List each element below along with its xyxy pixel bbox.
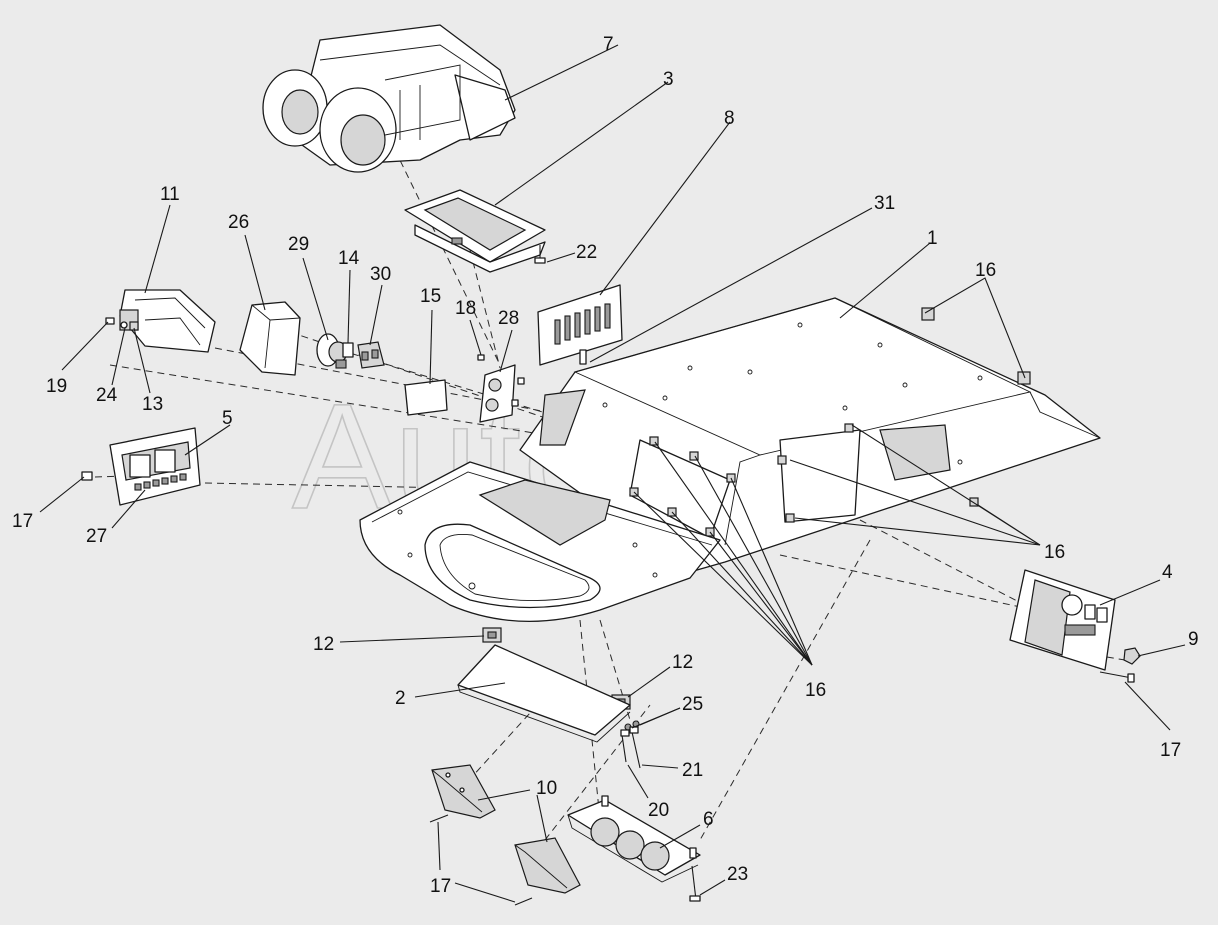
callout-16-bottom: 16 (805, 680, 826, 701)
control-panel-4 (1009, 569, 1116, 671)
screw-17-left (81, 471, 93, 481)
callout-5: 5 (222, 408, 233, 429)
speaker-ring-10-lower (514, 837, 581, 894)
leader-lines (39, 44, 1186, 903)
callout-9: 9 (1188, 629, 1199, 650)
callout-7: 7 (603, 34, 614, 55)
callout-12-right: 12 (672, 652, 693, 673)
lid-2 (457, 644, 631, 743)
vent-grille (537, 284, 623, 366)
screw-19 (105, 317, 115, 325)
callout-21: 21 (682, 760, 703, 781)
callout-1: 1 (927, 228, 938, 249)
speaker-panel-6 (567, 795, 701, 883)
washer-24 (120, 321, 128, 329)
ceiling-panel (519, 297, 1101, 573)
speaker-ring-10-upper (431, 764, 496, 819)
callout-26: 26 (228, 212, 249, 233)
callout-4: 4 (1162, 562, 1173, 583)
callout-25: 25 (682, 694, 703, 715)
screw-23 (689, 865, 701, 902)
callout-8: 8 (724, 108, 735, 129)
plate-15 (404, 379, 448, 416)
lamp-29 (316, 333, 348, 369)
pins-20-21 (620, 726, 641, 769)
callout-2: 2 (395, 688, 406, 709)
callout-27: 27 (86, 526, 107, 547)
blower-unit (262, 24, 516, 173)
callout-17-lower: 17 (430, 876, 451, 897)
callout-30: 30 (370, 264, 391, 285)
callout-11: 11 (160, 184, 180, 205)
callout-28: 28 (498, 308, 519, 329)
callout-6: 6 (703, 809, 714, 830)
clip-14 (342, 342, 354, 358)
callout-19: 19 (46, 376, 67, 397)
callout-29: 29 (288, 234, 309, 255)
callout-20: 20 (648, 800, 669, 821)
control-panel-5 (109, 427, 201, 506)
callout-13: 13 (142, 394, 163, 415)
screw-17-lower (429, 814, 533, 906)
callout-12-left: 12 (313, 634, 334, 655)
duct-adapter (404, 189, 546, 273)
callout-18: 18 (455, 298, 476, 319)
callout-17-left: 17 (12, 511, 33, 532)
screw-22 (534, 245, 546, 264)
switch-30 (357, 341, 385, 369)
callout-labels: 7 3 8 31 1 16 16 16 4 9 17 11 26 29 14 3… (12, 34, 1199, 897)
switch-panel-28 (479, 364, 525, 423)
hinge-12-left (482, 627, 502, 643)
screw-18 (477, 354, 485, 361)
callout-17-right: 17 (1160, 740, 1181, 761)
callout-15: 15 (420, 286, 441, 307)
front-console (359, 461, 721, 623)
screw-17-right (1099, 671, 1135, 683)
callout-3: 3 (663, 69, 674, 90)
bracket-box-26 (239, 301, 301, 376)
callout-16-top: 16 (975, 260, 996, 281)
callout-23: 23 (727, 864, 748, 885)
callout-10-upper: 10 (536, 778, 557, 799)
callout-22: 22 (576, 242, 597, 263)
nut-9 (1123, 647, 1141, 665)
callout-14: 14 (338, 248, 360, 269)
callout-16-right: 16 (1044, 542, 1065, 563)
switch-box-11 (119, 289, 216, 353)
callout-31: 31 (874, 193, 895, 214)
callout-24: 24 (96, 385, 118, 406)
